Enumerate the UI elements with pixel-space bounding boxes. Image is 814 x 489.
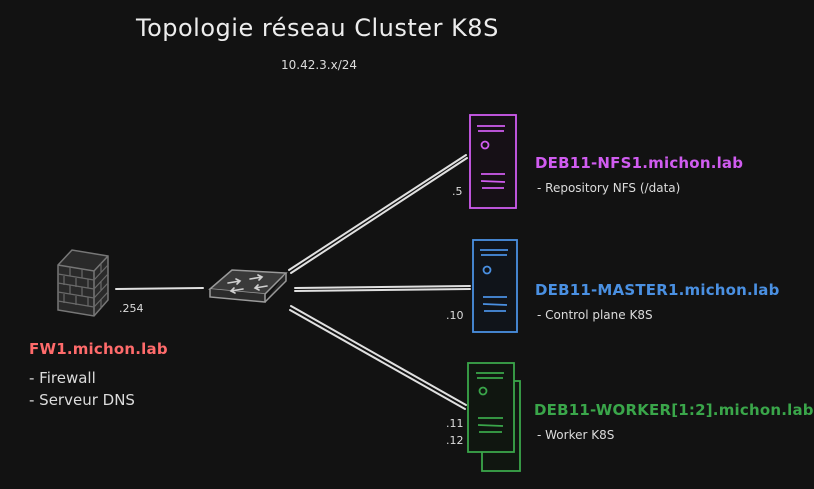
nfs-hostname: DEB11-NFS1.michon.lab bbox=[535, 154, 744, 172]
worker-role: - Worker K8S bbox=[537, 428, 615, 442]
firewall-hostname: FW1.michon.lab bbox=[29, 340, 168, 358]
nfs-server-icon bbox=[469, 114, 517, 209]
firewall-role-2: - Serveur DNS bbox=[29, 391, 135, 409]
network-links bbox=[115, 154, 471, 410]
firewall-role-1: - Firewall bbox=[29, 369, 96, 387]
page-title: Topologie réseau Cluster K8S bbox=[136, 14, 499, 42]
brick-wall-firewall-icon bbox=[57, 249, 109, 317]
worker-hostname: DEB11-WORKER[1:2].michon.lab bbox=[534, 401, 814, 419]
worker-server-icon bbox=[467, 362, 521, 472]
subnet-label: 10.42.3.x/24 bbox=[281, 58, 358, 72]
nfs-ip: .5 bbox=[452, 185, 463, 198]
master-ip: .10 bbox=[446, 309, 464, 322]
master-role: - Control plane K8S bbox=[537, 308, 653, 322]
master-server-icon bbox=[472, 239, 518, 333]
master-hostname: DEB11-MASTER1.michon.lab bbox=[535, 281, 780, 299]
nfs-role: - Repository NFS (/data) bbox=[537, 181, 681, 195]
link-switch-worker bbox=[289, 305, 467, 410]
network-switch-icon bbox=[208, 269, 288, 303]
link-firewall-switch bbox=[115, 287, 204, 290]
worker-ip-1: .11 bbox=[446, 417, 464, 430]
firewall-ip: .254 bbox=[119, 302, 144, 315]
worker-ip-2: .12 bbox=[446, 434, 464, 447]
link-switch-nfs bbox=[288, 154, 468, 274]
link-switch-master bbox=[294, 285, 471, 292]
